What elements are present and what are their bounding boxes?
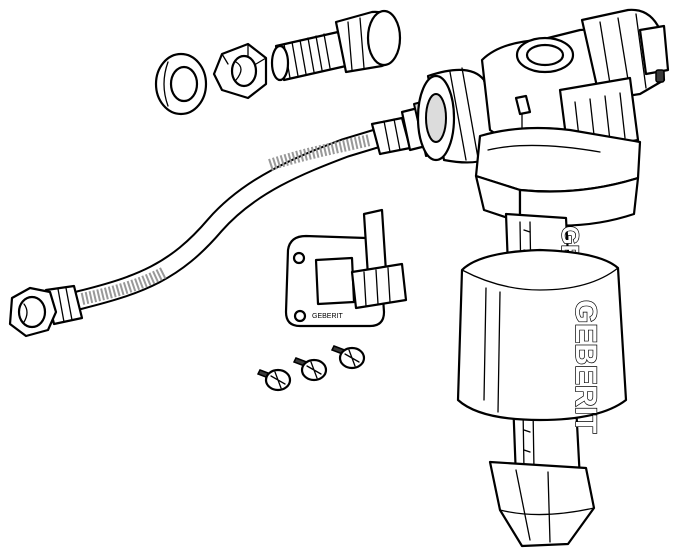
bottom-foot bbox=[488, 460, 596, 548]
washer-ring bbox=[154, 52, 208, 116]
threaded-adapter bbox=[270, 9, 402, 82]
screw-1 bbox=[256, 368, 292, 392]
valve-housing bbox=[474, 126, 642, 227]
mounting-bracket: GEBERIT bbox=[284, 208, 408, 328]
float-brand-label: GEBERIT bbox=[569, 300, 602, 433]
screw-3 bbox=[330, 345, 366, 370]
bracket-brand-label: GEBERIT bbox=[312, 313, 343, 320]
hex-nut bbox=[212, 42, 268, 100]
braided-hose bbox=[8, 106, 428, 338]
float-cup: GEBERIT bbox=[456, 248, 628, 434]
screw-2 bbox=[292, 357, 328, 382]
